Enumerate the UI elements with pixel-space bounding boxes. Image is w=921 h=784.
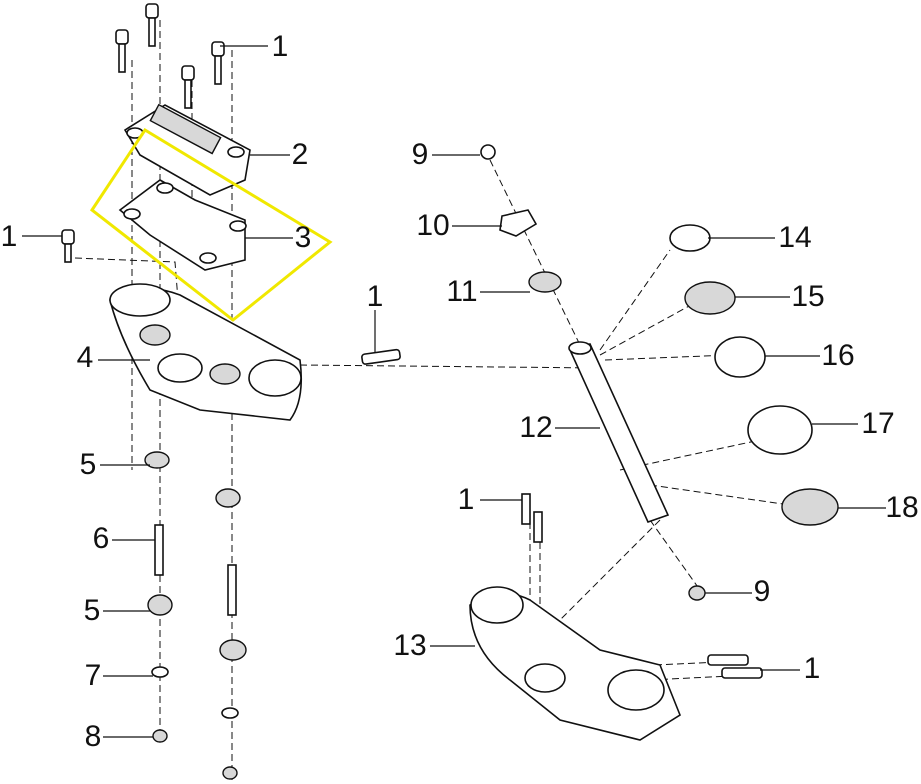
callout-label: 4 — [76, 341, 94, 374]
assembly-lines — [74, 20, 791, 780]
callout-label: 1 — [457, 483, 475, 516]
callout-label: 10 — [416, 209, 450, 242]
callout-label: 18 — [885, 491, 919, 524]
handlebar-clamp-lower — [118, 179, 247, 271]
callout-label: 17 — [861, 407, 895, 440]
callout-label: 3 — [294, 221, 312, 254]
left-small-parts — [144, 451, 247, 780]
steering-stem-parts — [480, 144, 839, 601]
callout-label: 11 — [446, 275, 478, 308]
callout-label: 14 — [778, 221, 812, 254]
callout-label: 7 — [84, 659, 102, 692]
lower-triple-clamp — [469, 586, 681, 741]
callout-label: 1 — [803, 652, 821, 685]
callout-label: 15 — [791, 280, 825, 313]
callout-label: 13 — [393, 629, 427, 662]
callout-label: 8 — [84, 720, 102, 753]
handlebar-clamp-upper — [123, 103, 251, 196]
callout-label: 1 — [271, 30, 289, 63]
leader-lines — [22, 45, 886, 738]
callout-label: 5 — [79, 448, 97, 481]
bolt-parts — [61, 3, 763, 679]
callout-label: 9 — [753, 575, 771, 608]
highlight-box — [89, 127, 333, 322]
callout-label: 12 — [519, 411, 553, 444]
callout-label: 5 — [83, 594, 101, 627]
callout-label: 1 — [0, 220, 18, 253]
callout-label: 9 — [411, 138, 429, 171]
callout-label: 2 — [291, 138, 309, 171]
callout-label: 16 — [821, 339, 855, 372]
upper-triple-clamp — [109, 283, 303, 421]
callout-label: 1 — [366, 280, 384, 313]
callout-label: 6 — [92, 522, 110, 555]
